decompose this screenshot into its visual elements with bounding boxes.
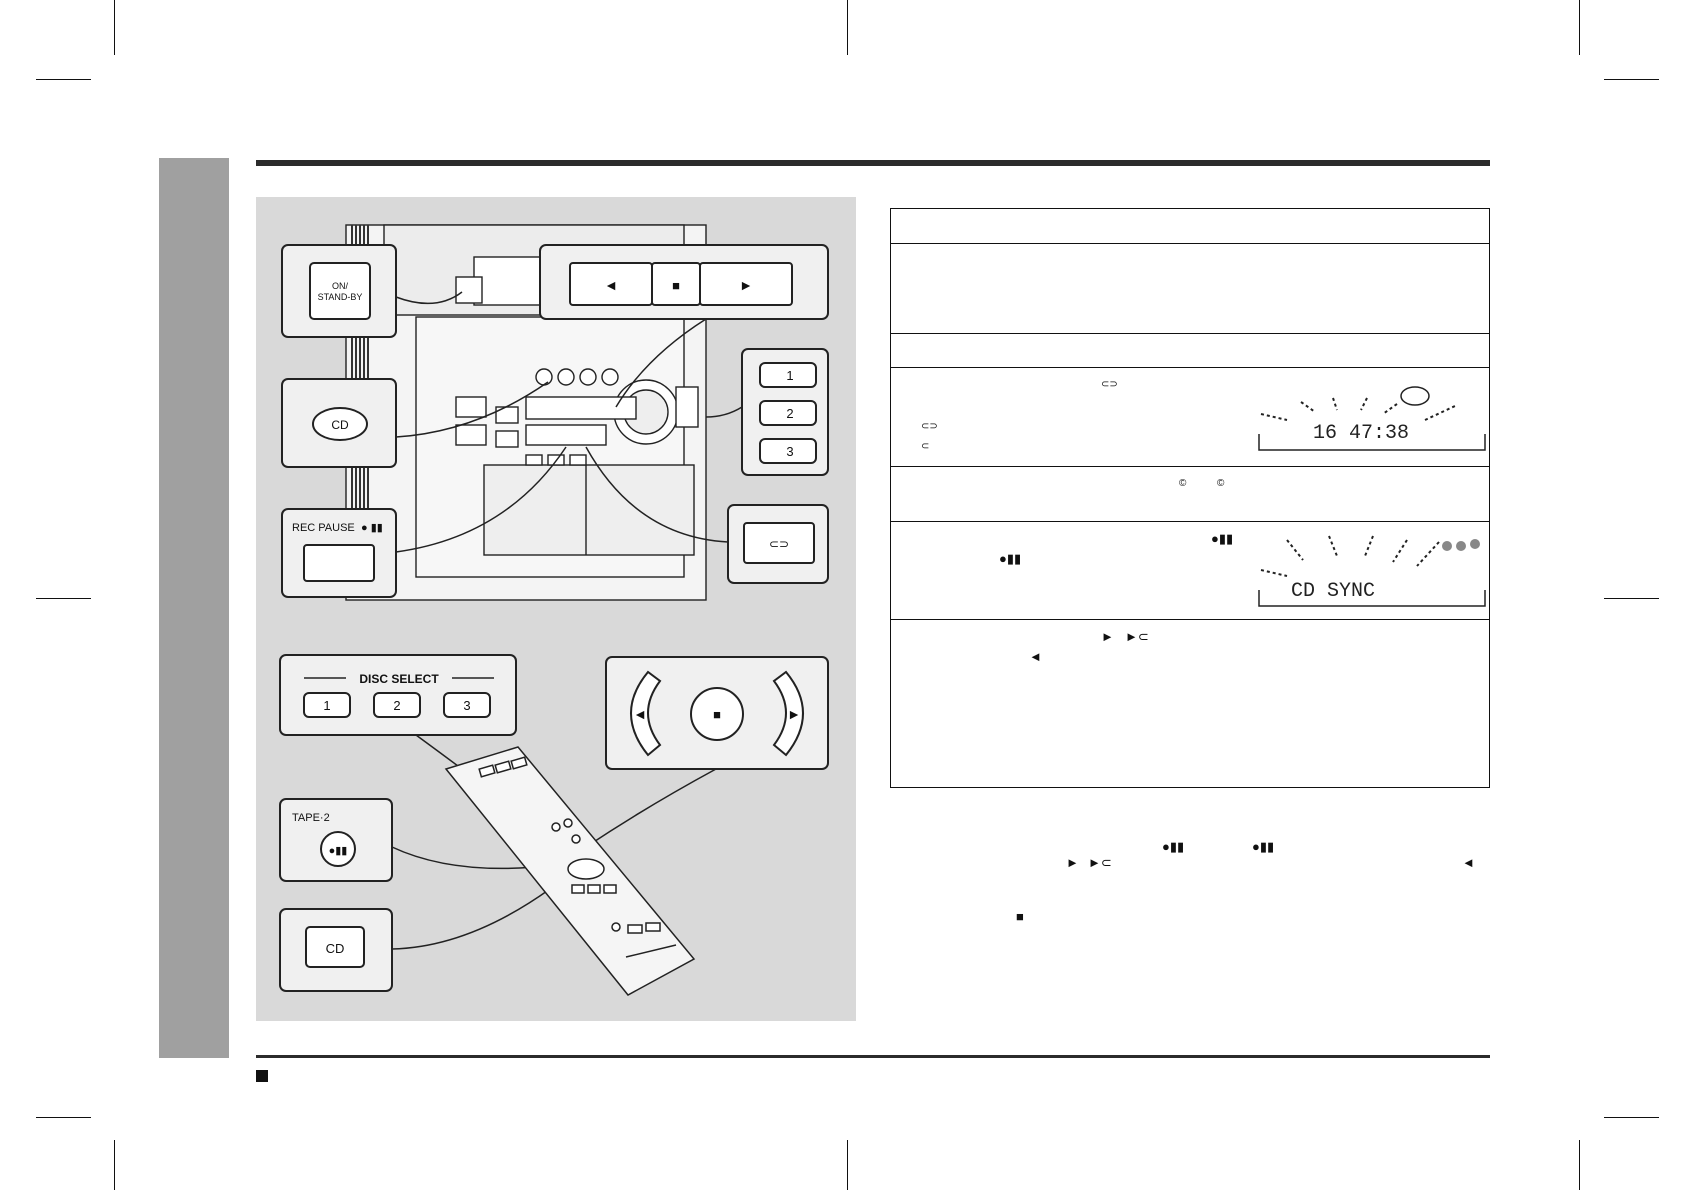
- disc-select-label: DISC SELECT: [359, 672, 439, 686]
- rec-pause-symbol-b: ●▮▮: [999, 551, 1022, 566]
- note-stop-symbol: ■: [1016, 909, 1024, 924]
- rec-pause-callout: REC PAUSE ● ▮▮: [281, 446, 567, 598]
- crop-mark: [1604, 598, 1659, 599]
- copyright-like-symbol-1: ©: [1179, 478, 1187, 489]
- table-row-4: © ©: [891, 467, 1489, 522]
- tape-transport-callout: ◄ ■ ►: [539, 244, 829, 408]
- crop-mark: [36, 79, 91, 80]
- rec-pause-label: REC PAUSE: [292, 522, 355, 534]
- cd-label: CD: [331, 418, 349, 432]
- table-row-2: [891, 334, 1489, 368]
- cd-callout: CD: [281, 378, 549, 468]
- lcd-display-sync: CD SYNC: [1258, 535, 1486, 607]
- remote-cd-callout: CD: [279, 876, 567, 992]
- remote-transport-callout: ◄ ■ ►: [585, 656, 829, 848]
- disc-select-callout: DISC SELECT 1 2 3: [279, 654, 517, 773]
- tape2-label: TAPE·2: [292, 812, 330, 824]
- crop-mark: [1604, 1117, 1659, 1118]
- remote-disc-1-label: 1: [323, 698, 330, 713]
- crop-mark: [847, 0, 848, 55]
- disc-buttons-callout: 1 2 3: [705, 348, 829, 476]
- footer-square-mark: [256, 1070, 268, 1082]
- one-direction-symbol: ⊂⊃: [921, 421, 938, 432]
- header-rule: [256, 160, 1490, 166]
- note-play-symbol: ►: [1066, 855, 1079, 870]
- step-table: ⊂⊃ ⊂⊃ ⊂ 16 47:38 © © ●▮▮ ●▮▮: [890, 208, 1490, 788]
- tape-direction-callout: ⊂⊃: [585, 446, 829, 584]
- remote-disc-2-label: 2: [393, 698, 400, 713]
- note-rec-pause-symbol-2: ●▮▮: [1252, 839, 1275, 854]
- lcd-time-text: 16 47:38: [1313, 422, 1409, 445]
- crop-mark: [1579, 1140, 1580, 1190]
- remote-rew-icon: ◄: [633, 706, 647, 722]
- table-row-6: ► ►⊂ ◄: [891, 620, 1489, 788]
- crop-mark: [847, 1140, 848, 1190]
- crop-mark: [114, 0, 115, 55]
- remote-disc-3-label: 3: [463, 698, 470, 713]
- disc-3-label: 3: [786, 444, 793, 459]
- direction-symbol: ⊂⊃: [1101, 379, 1118, 390]
- note-rec-pause-symbol-1: ●▮▮: [1162, 839, 1185, 854]
- rec-pause-symbol: ● ▮▮: [361, 522, 383, 534]
- notes-section: ●▮▮ ●▮▮ ► ►⊂ ◄ ■: [890, 830, 1490, 950]
- crop-mark: [1579, 0, 1580, 55]
- rec-pause-symbol-a: ●▮▮: [1211, 531, 1234, 546]
- crop-mark: [1604, 79, 1659, 80]
- standby-label: STAND-BY: [318, 292, 363, 302]
- remote-play-icon: ►: [787, 706, 801, 722]
- disc-1-label: 1: [786, 368, 793, 383]
- play-symbol-a: ►: [1101, 629, 1114, 644]
- tape2-symbol: ●▮▮: [329, 845, 348, 857]
- play-icon: ►: [739, 277, 753, 293]
- remote-cd-label: CD: [326, 941, 345, 956]
- remote-control-drawing: [444, 746, 696, 996]
- disc-2-label: 2: [786, 406, 793, 421]
- table-row-3: ⊂⊃ ⊂⊃ ⊂ 16 47:38: [891, 368, 1489, 467]
- note-play-direction-symbol: ►⊂: [1088, 855, 1112, 870]
- table-row-5: ●▮▮ ●▮▮ CD SYNC: [891, 522, 1489, 620]
- table-row-header: [891, 209, 1489, 244]
- copyright-like-symbol-2: ©: [1217, 478, 1225, 489]
- crop-mark: [36, 598, 91, 599]
- lcd-display-time: 16 47:38: [1258, 386, 1486, 451]
- footer-rule: [256, 1055, 1490, 1058]
- on-standby-callout: ON/ STAND-BY: [281, 244, 463, 338]
- play-direction-symbol: ►⊂: [1125, 629, 1149, 644]
- on-label: ON/: [332, 281, 349, 291]
- unit-and-remote-illustration: ON/ STAND-BY CD REC PAUSE ● ▮▮ ◄ ■ ► 1 2: [279, 224, 829, 996]
- illustration-panel: ON/ STAND-BY CD REC PAUSE ● ▮▮ ◄ ■ ► 1 2: [256, 197, 856, 1021]
- one-way-symbol: ⊂: [921, 441, 930, 452]
- stop-icon: ■: [672, 278, 680, 293]
- rew-icon: ◄: [604, 277, 618, 293]
- reverse-symbol: ◄: [1029, 649, 1042, 664]
- table-row-1: [891, 244, 1489, 334]
- tape2-callout: TAPE·2 ●▮▮: [279, 798, 557, 882]
- crop-mark: [114, 1140, 115, 1190]
- section-side-tab: [159, 158, 229, 1058]
- note-reverse-symbol: ◄: [1462, 855, 1475, 870]
- lcd-sync-text: CD SYNC: [1291, 580, 1375, 603]
- direction-icon: ⊂⊃: [769, 537, 789, 551]
- crop-mark: [36, 1117, 91, 1118]
- remote-stop-icon: ■: [713, 707, 721, 722]
